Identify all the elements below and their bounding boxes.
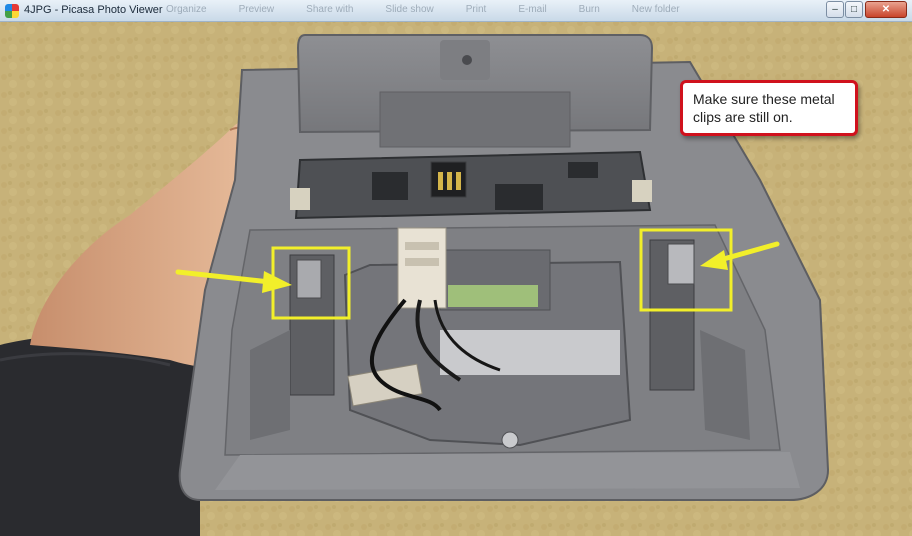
module-sticker <box>440 330 620 375</box>
maximize-button[interactable]: □ <box>845 1 863 18</box>
photo-canvas[interactable]: Make sure these metal clips are still on… <box>0 22 912 536</box>
green-label <box>448 285 538 307</box>
right-clip-highlight <box>639 228 733 312</box>
menu-item-new-folder[interactable]: New folder <box>631 4 680 15</box>
close-button[interactable]: ✕ <box>865 1 907 18</box>
minimize-button[interactable]: – <box>826 1 844 18</box>
menu-item-preview[interactable]: Preview <box>238 4 275 15</box>
window-title: 4JPG - Picasa Photo Viewer <box>24 4 163 16</box>
picasa-app-icon <box>5 4 19 18</box>
wire-harness <box>369 298 442 412</box>
menu-item-email[interactable]: E-mail <box>518 4 547 15</box>
left-arrow-icon <box>175 269 292 293</box>
right-metal-clip <box>667 243 695 285</box>
white-connector <box>397 227 447 309</box>
circuit-board <box>294 150 652 220</box>
right-arrow-icon <box>700 241 780 270</box>
toolbar-menu: Organize Preview Share with Slide show P… <box>150 3 696 19</box>
left-metal-clip <box>296 259 322 299</box>
menu-item-print[interactable]: Print <box>465 4 487 15</box>
menu-item-share-with[interactable]: Share with <box>306 4 354 15</box>
window-title-bar[interactable]: 4JPG - Picasa Photo Viewer Organize Prev… <box>0 0 912 22</box>
annotation-callout: Make sure these metal clips are still on… <box>680 80 858 136</box>
sleeve <box>0 334 200 536</box>
menu-item-organize[interactable]: Organize <box>166 4 207 15</box>
menu-item-slide-show[interactable]: Slide show <box>385 4 434 15</box>
menu-item-burn[interactable]: Burn <box>578 4 600 15</box>
callout-text: Make sure these metal clips are still on… <box>693 91 835 125</box>
